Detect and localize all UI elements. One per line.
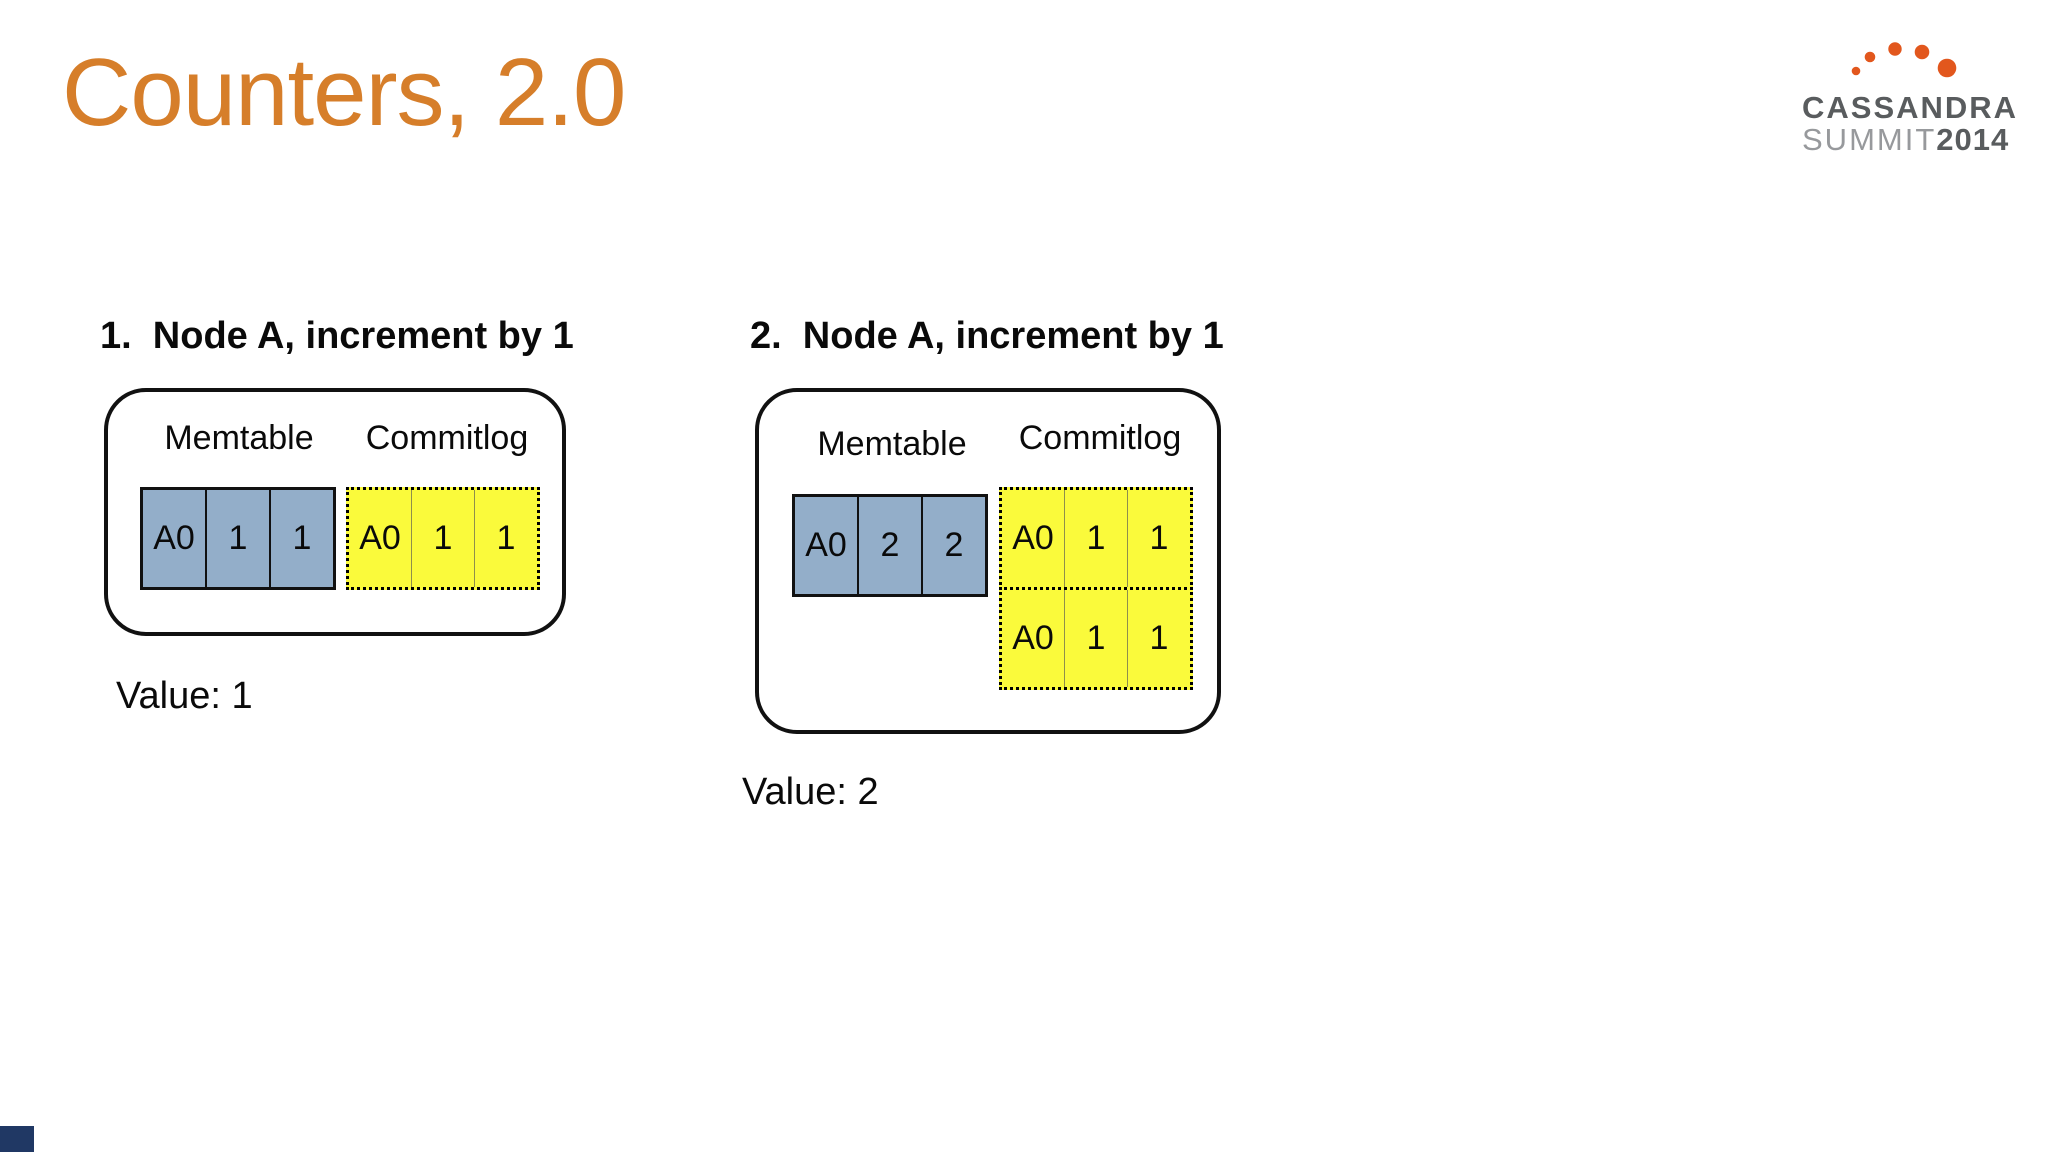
commitlog-cell: 1 (411, 490, 474, 587)
memtable-cell: 2 (921, 497, 985, 594)
step1-heading: 1. Node A, increment by 1 (100, 315, 574, 357)
memtable-cell: A0 (805, 526, 847, 564)
step2-value-text: Value: 2 (742, 771, 879, 813)
slide-title: Counters, 2.0 (62, 39, 626, 146)
step1-node-box: Memtable Commitlog A0 1 1 A0 1 1 (104, 388, 566, 636)
memtable-cell: 1 (269, 490, 333, 587)
slide-progress-corner-marker (0, 1126, 34, 1152)
orange-dots-arc-icon (1851, 42, 1957, 78)
commitlog-cell: 1 (1127, 590, 1190, 687)
step2-commitlog-row-1: A0 1 1 (999, 487, 1193, 590)
logo-summit-year-text: SUMMIT2014 (1802, 122, 2009, 158)
step2-memtable-row: A0 2 2 (792, 494, 988, 597)
logo-year-text: 2014 (1936, 122, 2010, 157)
commitlog-cell: A0 (359, 519, 401, 557)
step1-memtable-label: Memtable (164, 419, 314, 457)
step1-memtable-row: A0 1 1 (140, 487, 336, 590)
commitlog-cell: 1 (1064, 490, 1127, 587)
step2-commitlog-label: Commitlog (1018, 419, 1182, 457)
step1-commitlog-label: Commitlog (365, 419, 529, 457)
step2-node-box: Memtable Commitlog A0 2 2 A0 1 1 A0 1 1 (755, 388, 1221, 734)
step2-heading: 2. Node A, increment by 1 (750, 315, 1224, 357)
commitlog-cell: A0 (1012, 519, 1054, 557)
memtable-cell: 1 (205, 490, 269, 587)
step2-memtable-label: Memtable (817, 425, 967, 463)
commitlog-cell: 1 (474, 490, 537, 587)
commitlog-cell: A0 (1012, 619, 1054, 657)
step1-value-text: Value: 1 (116, 675, 253, 717)
logo-summit-text: SUMMIT (1802, 122, 1937, 157)
step1-commitlog-row: A0 1 1 (346, 487, 540, 590)
memtable-cell: 2 (857, 497, 921, 594)
logo-cassandra-text: CASSANDRA (1802, 90, 2019, 125)
step2-commitlog-row-2: A0 1 1 (999, 587, 1193, 690)
commitlog-cell: 1 (1127, 490, 1190, 587)
commitlog-cell: 1 (1064, 590, 1127, 687)
memtable-cell: A0 (153, 519, 195, 557)
